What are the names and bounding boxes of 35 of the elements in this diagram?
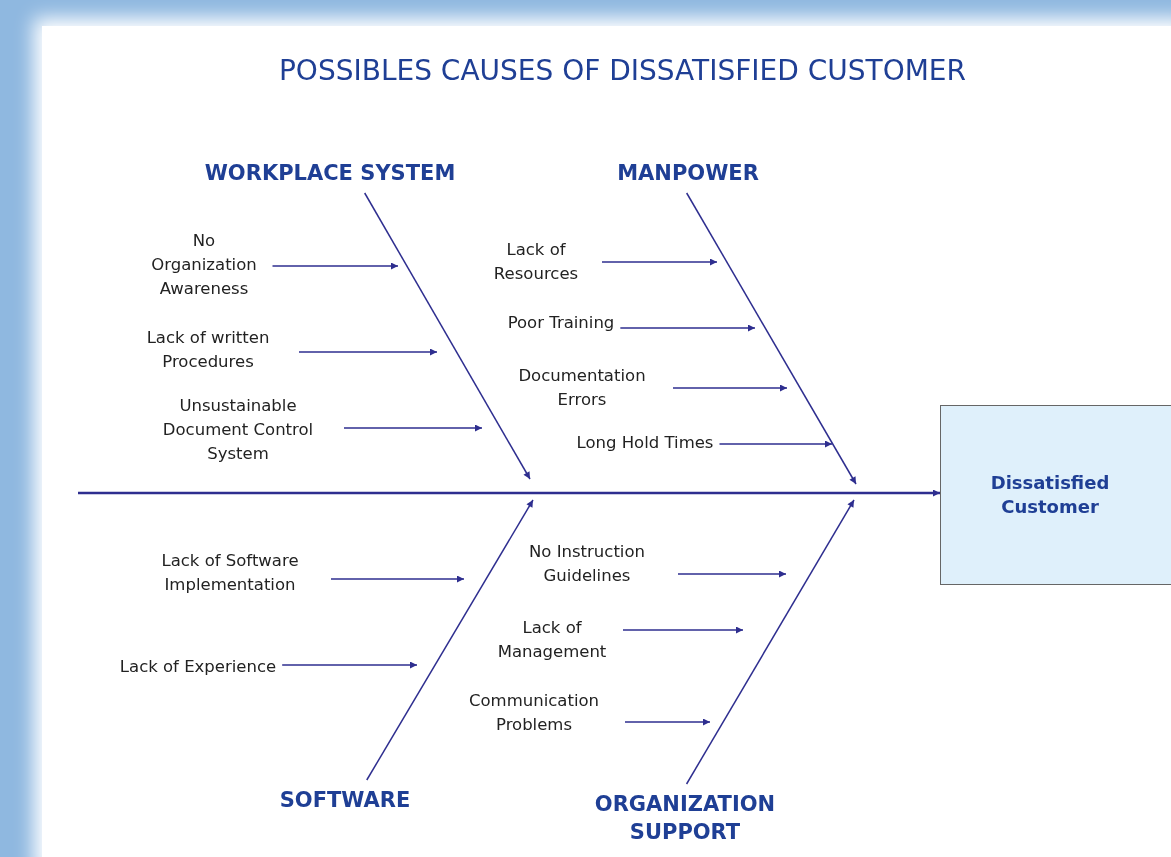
cause-label: No Instruction Guidelines [502, 540, 672, 588]
cause-label: Lack of written Procedures [123, 326, 293, 374]
arrow [672, 384, 788, 392]
arrow [363, 192, 531, 480]
arrow [677, 570, 787, 578]
arrow [343, 424, 483, 432]
cause-label: Lack of Software Implementation [135, 549, 325, 597]
cause-label: Lack of Experience [119, 655, 277, 679]
cause-label: Unsustainable Document Control System [138, 394, 338, 466]
arrow [330, 575, 465, 583]
arrow [281, 661, 418, 669]
arrow [298, 348, 438, 356]
arrow [601, 258, 718, 266]
arrow [685, 192, 857, 485]
cause-label: Lack of Resources [476, 238, 596, 286]
diagram-title: POSSIBLES CAUSES OF DISSATISFIED CUSTOMER [277, 54, 968, 87]
cause-label: No Organization Awareness [141, 229, 267, 301]
arrow [718, 440, 833, 448]
category-heading: SOFTWARE [279, 786, 411, 814]
cause-label: Poor Training [507, 311, 615, 335]
cause-label: Long Hold Times [576, 431, 714, 455]
arrow [622, 626, 744, 634]
category-heading: WORKPLACE SYSTEM [204, 159, 456, 187]
cause-label: Lack of Management [487, 616, 617, 664]
arrow [271, 262, 399, 270]
effect-box: Dissatisfied Customer [940, 405, 1171, 585]
arrow [624, 718, 711, 726]
category-heading: ORGANIZATION SUPPORT [565, 790, 805, 846]
category-heading: MANPOWER [617, 159, 759, 187]
arrow [619, 324, 756, 332]
arrow [366, 499, 534, 781]
cause-label: Communication Problems [449, 689, 619, 737]
arrow [78, 489, 940, 497]
arrow [685, 499, 855, 785]
cause-label: Documentation Errors [497, 364, 667, 412]
